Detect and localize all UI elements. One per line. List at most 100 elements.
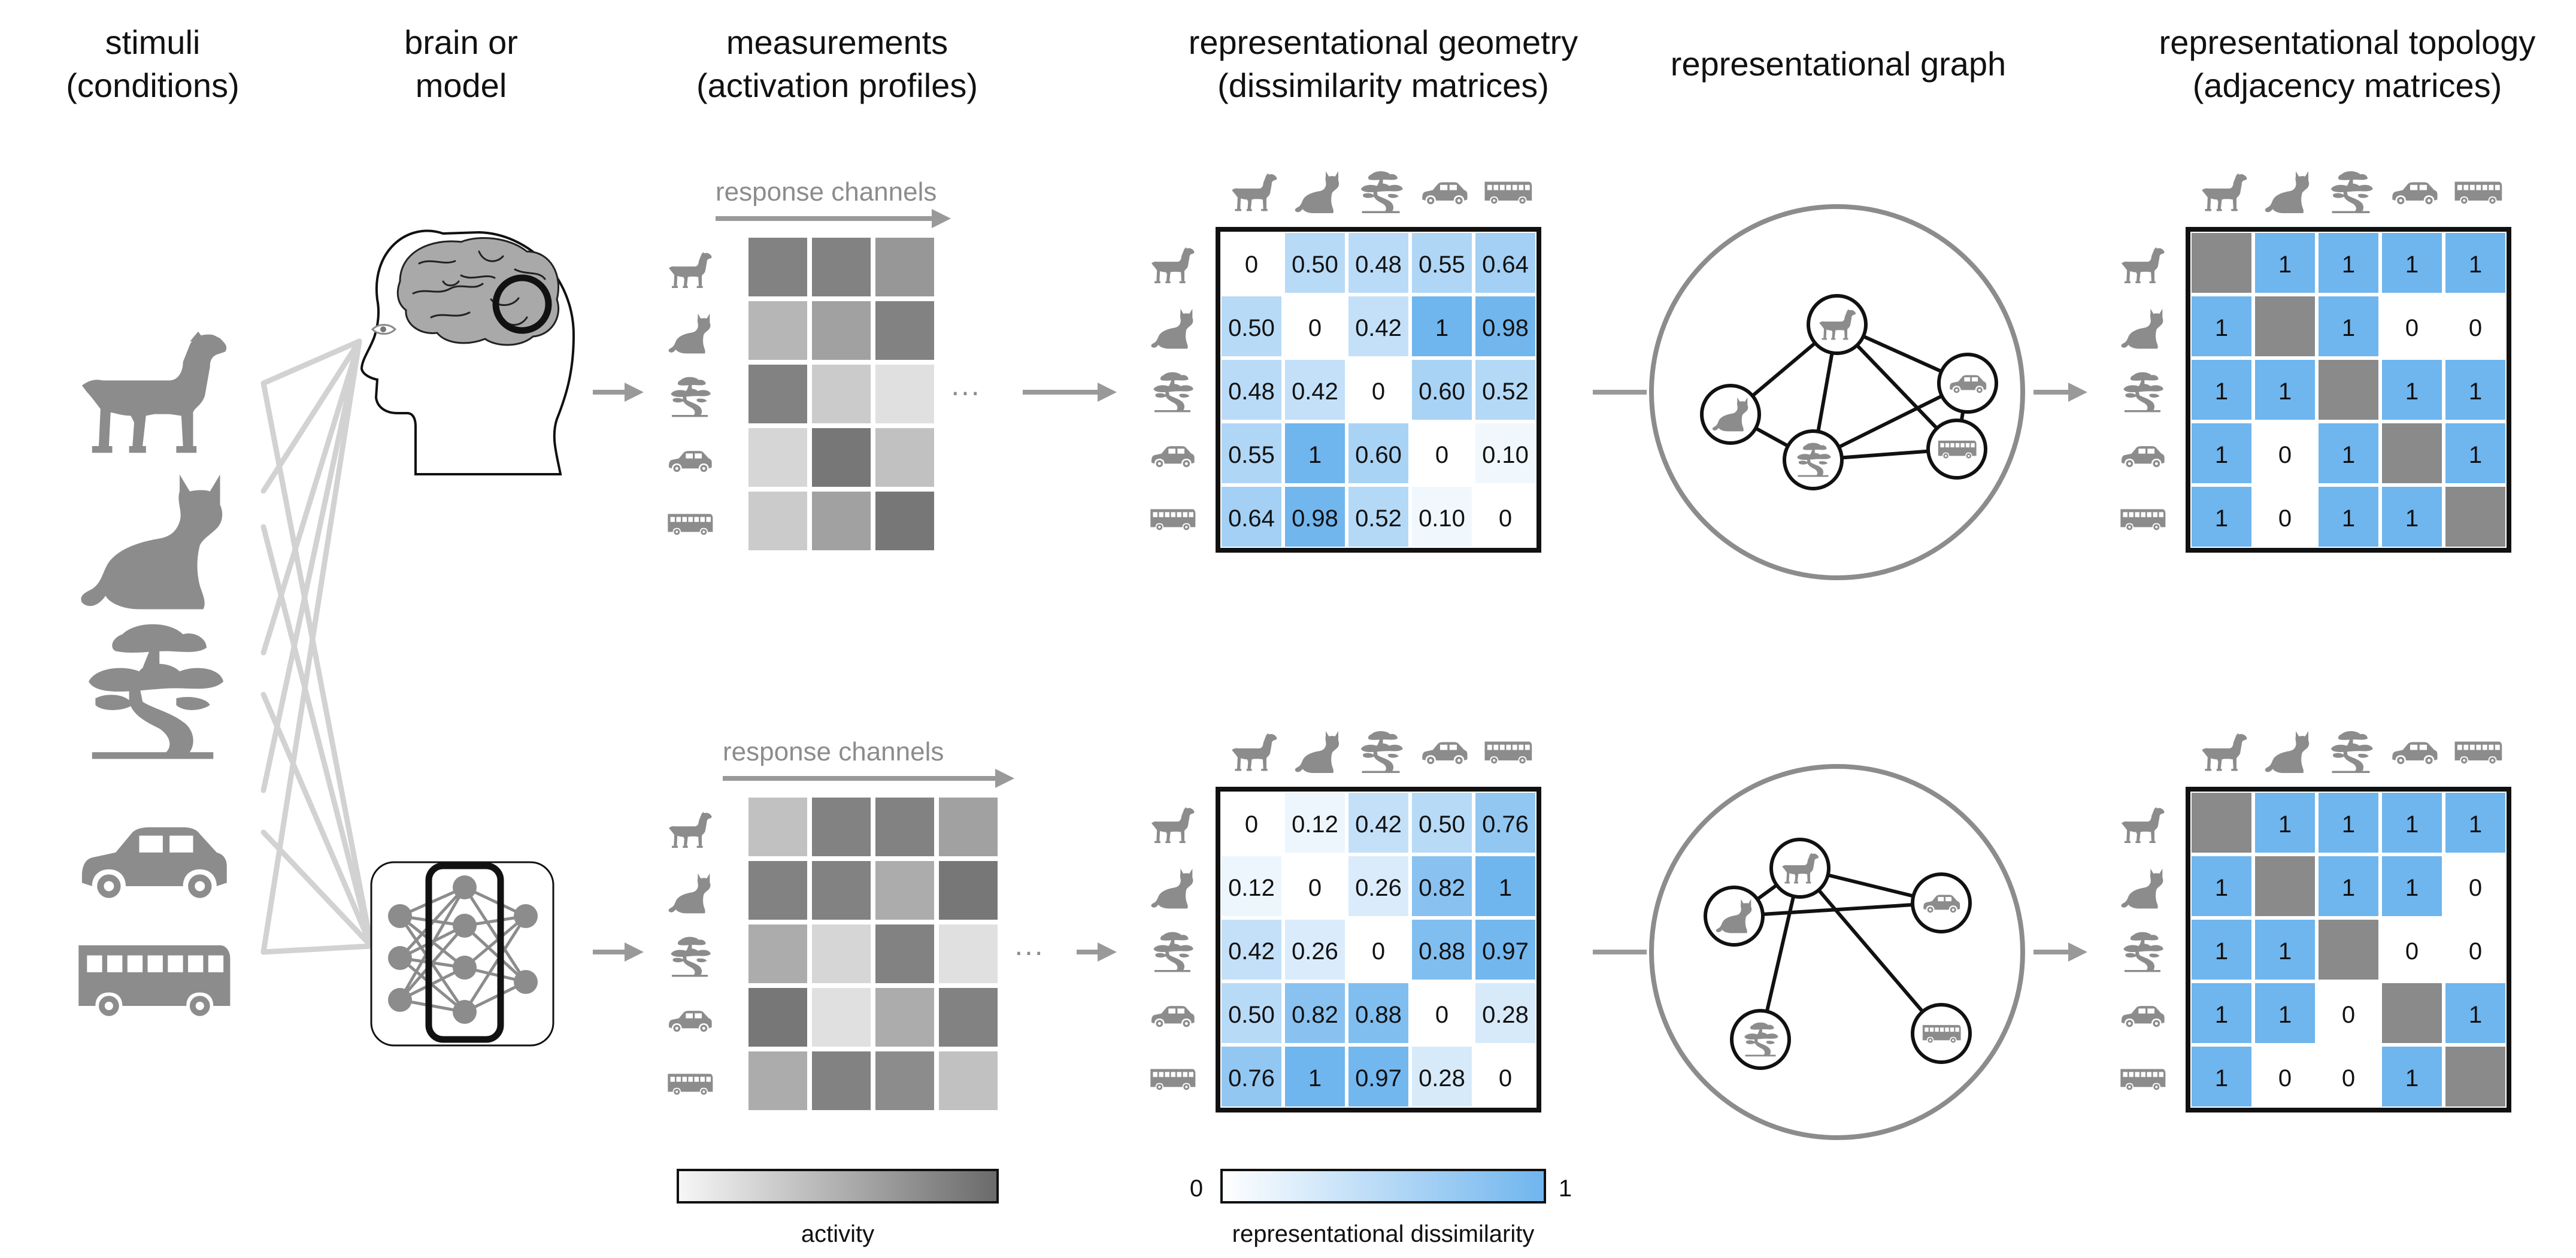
dissimilarity-value: 0.28 — [1419, 1065, 1465, 1092]
adjacency-value: 1 — [2215, 378, 2228, 405]
adjacency-value: 1 — [2215, 315, 2228, 341]
dissimilarity-cell — [1222, 856, 1281, 916]
dissimilarity-value: 0.42 — [1355, 811, 1402, 838]
adjacency-value: 1 — [2215, 505, 2228, 532]
adjacency-cell — [2319, 233, 2378, 293]
adjacency-value: 1 — [2278, 938, 2292, 965]
dissimilarity-value: 0.50 — [1292, 251, 1338, 278]
adjacency-cell — [2445, 423, 2505, 483]
dissimilarity-cell — [1475, 233, 1535, 293]
adjacency-cell — [2319, 793, 2378, 853]
dissimilarity-value: 0.48 — [1355, 251, 1402, 278]
dissimilarity-cell — [1222, 983, 1281, 1043]
adjacency-cell — [2192, 487, 2251, 547]
dissimilarity-cell — [1285, 233, 1345, 293]
adjacency-cell — [2382, 920, 2442, 980]
activation-cell — [812, 365, 871, 423]
dissimilarity-cell — [1475, 1047, 1535, 1107]
activation-matrix — [748, 798, 998, 1110]
stimulus-car-icon — [1422, 742, 1468, 765]
adjacency-cell — [2445, 1047, 2505, 1107]
connection-line — [260, 692, 374, 949]
stimulus-car-icon — [1422, 182, 1468, 205]
dissimilarity-value: 0.10 — [1482, 442, 1529, 468]
stimulus-bus-icon — [2120, 1069, 2166, 1090]
arrow-to-adjacency-matrix — [2033, 942, 2087, 962]
activation-cell — [812, 428, 871, 487]
stimulus-tree-icon — [2123, 932, 2163, 972]
dissimilarity-cell — [1475, 423, 1535, 483]
stimulus-bus-icon — [668, 514, 713, 535]
neural-network-model-illustration — [370, 861, 554, 1047]
adjacency-cell — [2319, 296, 2378, 356]
activity-legend-label: activity — [801, 1221, 874, 1247]
adjacency-cell — [2382, 423, 2442, 483]
activation-cell — [748, 238, 807, 296]
stimulus-dog-icon — [81, 331, 227, 453]
stimulus-dog-icon — [1151, 807, 1195, 843]
stimulus-bus-icon — [1922, 1024, 1961, 1043]
stimulus-car-icon — [669, 451, 712, 472]
dissimilarity-cell — [1348, 233, 1408, 293]
graph-frame — [1649, 764, 2025, 1140]
adjacency-cell — [2382, 856, 2442, 916]
activation-cell — [748, 924, 807, 983]
stimulus-dog-icon — [2202, 733, 2247, 771]
adjacency-cell — [2255, 487, 2315, 547]
dissimilarity-cell — [1412, 423, 1472, 483]
dissimilarity-value: 0 — [1372, 938, 1385, 965]
column-header-line: brain or — [404, 23, 518, 61]
stimulus-tree-icon — [671, 377, 711, 417]
dissimilarity-cell — [1285, 360, 1345, 420]
stimulus-car-icon — [2122, 446, 2165, 468]
dissimilarity-value: 0 — [1435, 1002, 1448, 1028]
adjacency-cell — [2445, 793, 2505, 853]
stimulus-bus-icon — [1150, 1069, 1196, 1090]
stimulus-bus-icon — [2454, 741, 2502, 764]
ellipsis: ··· — [1014, 935, 1044, 968]
adjacency-cell — [2192, 983, 2251, 1043]
adjacency-cell — [2255, 856, 2315, 916]
stimulus-tree-icon — [2330, 171, 2373, 213]
dissimilarity-value: 0.42 — [1228, 938, 1275, 965]
stimulus-car-icon — [1151, 446, 1195, 468]
stimulus-cat-icon — [2121, 308, 2163, 349]
activation-cell — [939, 988, 998, 1047]
stimulus-tree-icon — [2330, 731, 2373, 773]
activation-cell — [812, 861, 871, 920]
adjacency-cell — [2445, 856, 2505, 916]
adjacency-cell — [2192, 793, 2251, 853]
adjacency-cell — [2382, 360, 2442, 420]
activation-cell — [875, 861, 934, 920]
adjacency-value: 1 — [2215, 938, 2228, 965]
dissimilarity-cell — [1475, 856, 1535, 916]
dissimilarity-cell — [1285, 487, 1345, 547]
network-nodes — [388, 875, 538, 1024]
stimulus-cat-icon — [1295, 731, 1339, 773]
dissimilarity-matrix-border — [1216, 227, 1541, 553]
adjacency-value: 1 — [2215, 442, 2228, 468]
dissimilarity-cell — [1475, 360, 1535, 420]
adjacency-cell — [2192, 1047, 2251, 1107]
stimulus-car-icon — [81, 827, 227, 898]
adjacency-matrix-border — [2186, 787, 2511, 1113]
dissimilarity-value: 0.28 — [1482, 1002, 1529, 1028]
adjacency-cell — [2255, 920, 2315, 980]
stimulus-bus-icon — [2120, 509, 2166, 531]
dissimilarity-value: 0.64 — [1228, 505, 1275, 532]
response-channels-arrow — [723, 769, 1014, 788]
adjacency-cell — [2382, 233, 2442, 293]
dissimilarity-cell — [1222, 793, 1281, 853]
activation-cell — [875, 1051, 934, 1110]
activation-cell — [875, 301, 934, 360]
stimulus-bus-icon — [2454, 181, 2502, 204]
dissimilarity-value: 0 — [1499, 505, 1512, 532]
adjacency-value: 0 — [2278, 442, 2292, 468]
dissimilarity-value: 0.55 — [1419, 251, 1465, 278]
adjacency-value: 0 — [2469, 315, 2482, 341]
adjacency-cell — [2192, 296, 2251, 356]
dissimilarity-cell — [1285, 296, 1345, 356]
arrow-to-measurements — [593, 942, 644, 962]
